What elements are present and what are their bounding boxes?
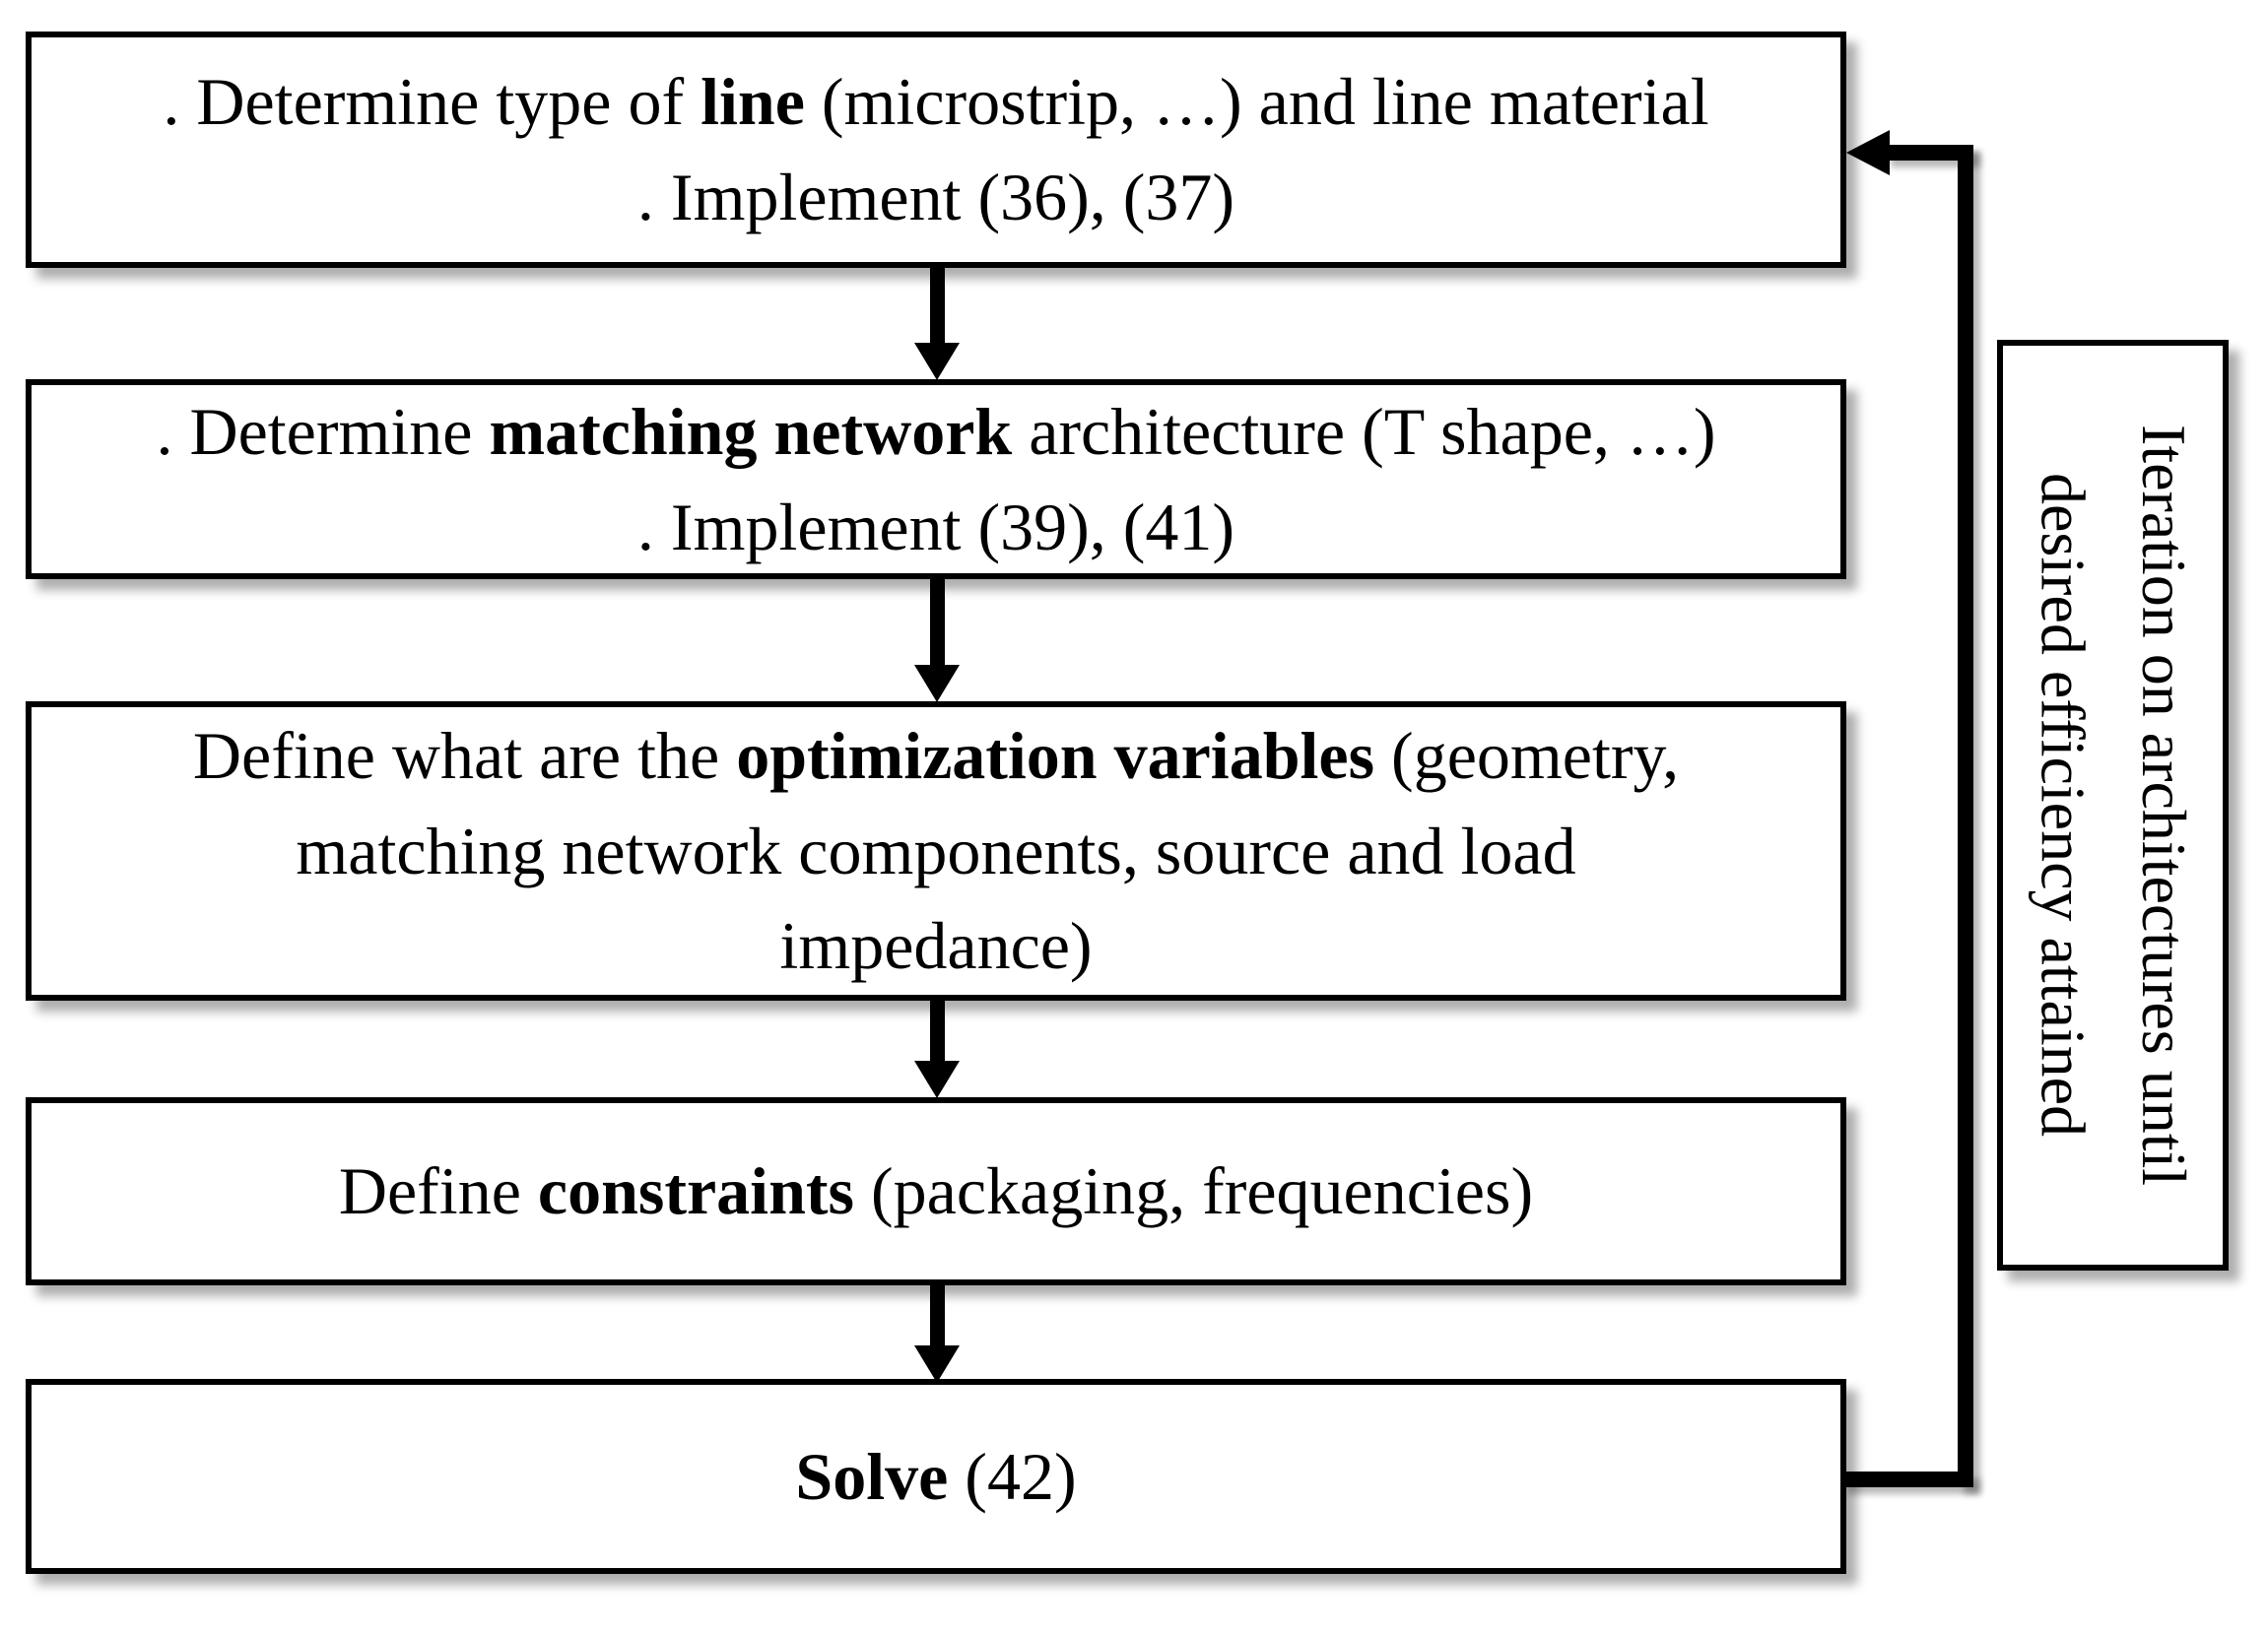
feedback-line-vertical xyxy=(1958,145,1973,1487)
flow-box-optimization-variables: Define what are the optimization variabl… xyxy=(26,701,1846,1001)
text-segment-bold: line xyxy=(700,64,805,140)
text-segment: matching network components, source and … xyxy=(296,813,1576,888)
text-segment-bold: optimization variables xyxy=(736,718,1375,794)
flow-box-text-line: impedance) xyxy=(779,898,1092,994)
arrow-stem xyxy=(929,1001,945,1061)
iteration-label-line-1: Iteration on architectures until xyxy=(2128,424,2199,1187)
text-segment: architecture (T shape, …) xyxy=(1012,393,1716,469)
arrow-down-icon xyxy=(914,1345,960,1383)
text-segment: (packaging, frequencies) xyxy=(854,1153,1534,1229)
flow-box-solve: Solve (42) xyxy=(26,1379,1846,1574)
flow-box-text-line: . Implement (36), (37) xyxy=(637,150,1234,245)
text-segment: . Determine xyxy=(156,393,490,469)
flow-arrow-3 xyxy=(914,1001,960,1098)
text-segment: (microstrip, …) and line material xyxy=(804,64,1709,140)
text-segment: . Determine type of xyxy=(163,64,701,140)
arrow-left-icon xyxy=(1846,130,1890,175)
arrow-stem xyxy=(929,579,945,665)
feedback-line-top xyxy=(1884,145,1973,161)
flow-box-text-line: . Determine type of line (microstrip, …)… xyxy=(163,54,1708,150)
flow-box-text-line: Solve (42) xyxy=(795,1429,1076,1525)
iteration-label-line-2: desired efficiency attained xyxy=(2028,473,2099,1138)
flow-box-text-line: . Determine matching network architectur… xyxy=(156,384,1715,480)
flow-arrow-2 xyxy=(914,579,960,702)
text-segment: . Implement (39), (41) xyxy=(636,489,1235,564)
text-segment: impedance) xyxy=(779,908,1093,984)
text-segment-bold: matching network xyxy=(489,393,1013,469)
flow-box-text-line: Define what are the optimization variabl… xyxy=(193,708,1679,804)
text-segment-bold: constraints xyxy=(537,1153,854,1229)
arrow-stem xyxy=(929,268,945,343)
iteration-label-box: Iteration on architectures until desired… xyxy=(1997,340,2229,1271)
flow-box-constraints: Define constraints (packaging, frequenci… xyxy=(26,1097,1846,1285)
flow-arrow-4 xyxy=(914,1285,960,1383)
iteration-label-text: Iteration on architectures until desired… xyxy=(2012,425,2214,1186)
arrow-down-icon xyxy=(914,343,960,380)
flow-box-matching-network: . Determine matching network architectur… xyxy=(26,379,1846,579)
flow-box-text-line: matching network components, source and … xyxy=(296,804,1575,899)
text-segment: Define what are the xyxy=(192,718,737,794)
arrow-stem xyxy=(929,1285,945,1345)
flow-box-text-line: Define constraints (packaging, frequenci… xyxy=(339,1144,1533,1239)
flow-box-text-line: . Implement (39), (41) xyxy=(637,480,1234,575)
flow-arrow-1 xyxy=(914,268,960,380)
flow-box-determine-line: . Determine type of line (microstrip, …)… xyxy=(26,32,1846,268)
text-segment-bold: Solve xyxy=(795,1438,949,1514)
text-segment: Define xyxy=(338,1153,538,1229)
arrow-down-icon xyxy=(914,665,960,702)
text-segment: (42) xyxy=(948,1438,1077,1514)
text-segment: . Implement (36), (37) xyxy=(636,160,1235,234)
arrow-down-icon xyxy=(914,1061,960,1098)
text-segment: (geometry, xyxy=(1374,718,1680,794)
feedback-line-bottom xyxy=(1840,1472,1973,1487)
